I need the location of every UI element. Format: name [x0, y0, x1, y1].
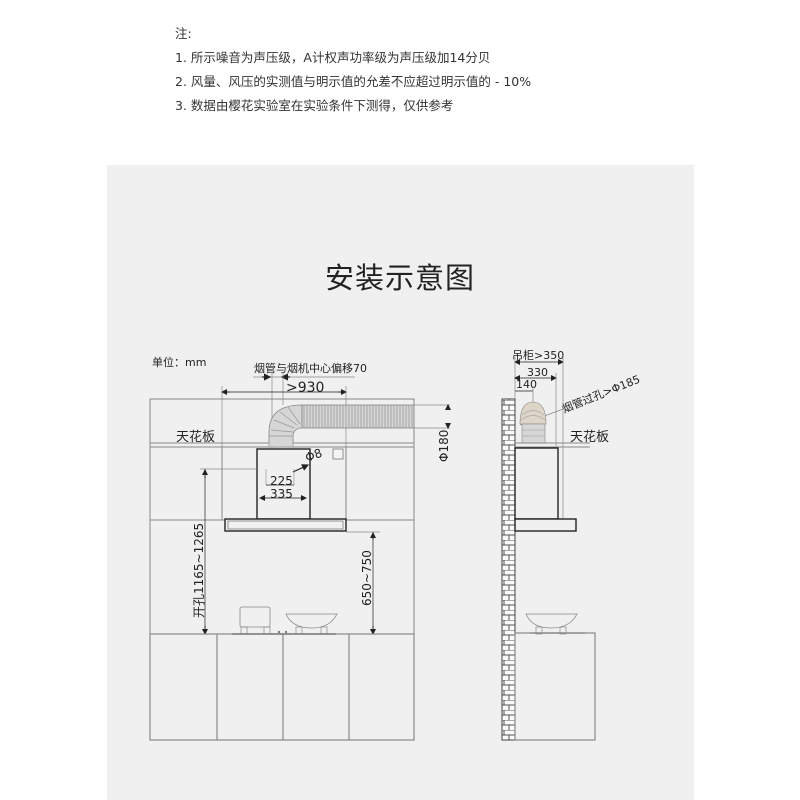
duct-pipe	[268, 404, 415, 448]
duct-offset-label: 烟管与烟机中心偏移70	[254, 361, 367, 375]
screw-label: Φ8	[303, 446, 324, 465]
side-base-cabinet	[514, 632, 596, 741]
side-hood-chimney	[514, 447, 559, 520]
note-item-2: 2. 风量、风压的实测值与明示值的允差不应超过明示值的 - 10%	[175, 74, 532, 89]
hood-body	[224, 518, 347, 532]
base-cabinets	[149, 633, 415, 741]
ceiling-label: 天花板	[176, 429, 215, 445]
depth-140-label: 140	[516, 378, 537, 391]
note-item-3: 3. 数据由樱花实验室在实验条件下测得，仅供参考	[175, 98, 454, 113]
width-label: >930	[286, 380, 324, 396]
front-view: 单位：mm 烟管与烟机中心偏移70 >930 天花板 Φ180	[149, 355, 451, 741]
inner-width-label: 225	[270, 474, 293, 488]
unit-label: 单位：mm	[152, 355, 206, 369]
diagram-title: 安装示意图	[324, 261, 475, 295]
hole-height-label: 开孔1165~1265	[192, 523, 206, 618]
brick-wall	[501, 398, 516, 741]
duct-hole-label: 烟管过孔>Φ185	[560, 372, 642, 416]
hob-distance-label: 650~750	[360, 550, 374, 606]
notes-block: 注: 1. 所示噪音为声压级，A计权声功率级为声压级加14分贝 2. 风量、风压…	[175, 22, 531, 118]
cooktop-with-pots	[232, 606, 338, 635]
side-hood-body	[514, 518, 577, 532]
notes-heading: 注:	[175, 26, 192, 41]
side-duct	[519, 401, 547, 444]
side-cooktop	[525, 613, 585, 635]
socket-icon	[332, 448, 344, 460]
side-view: 吊柜>350 330 140 烟管过孔>Φ185 天花板	[501, 349, 642, 741]
note-item-1: 1. 所示噪音为声压级，A计权声功率级为声压级加14分贝	[175, 50, 491, 65]
duct-diameter-label: Φ180	[437, 430, 451, 462]
cabinet-label: 吊柜>350	[512, 349, 564, 362]
outer-width-label: 335	[270, 487, 293, 501]
depth-330-label: 330	[527, 366, 548, 379]
side-ceiling-label: 天花板	[570, 429, 609, 445]
